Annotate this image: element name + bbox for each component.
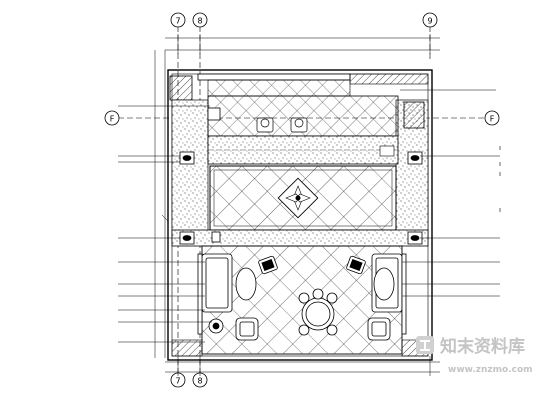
- watermark-logo-icon: [416, 336, 434, 354]
- column-markers: [179, 101, 425, 245]
- lamp-icon: [179, 231, 195, 245]
- watermark: 知末资料库 www.znzmo.com: [416, 336, 533, 375]
- axis-bubble-top-9: 9: [422, 12, 438, 28]
- right-callouts: [400, 89, 500, 297]
- outer-walls: [167, 69, 433, 361]
- wall-panel-left: [197, 253, 203, 335]
- side-table-left: [235, 267, 257, 301]
- sofa-left: [201, 253, 233, 313]
- axis-label: 8: [197, 17, 202, 26]
- axis-bubble-top-8: 8: [192, 12, 208, 28]
- axis-label: 8: [197, 377, 202, 386]
- chair-icon: [256, 117, 274, 133]
- axis-bubble-left-f: F: [104, 110, 120, 126]
- armchair-icon: [258, 255, 278, 275]
- lamp-icon: [407, 231, 423, 245]
- watermark-url: www.znzmo.com: [448, 365, 533, 375]
- side-table-right: [373, 267, 395, 301]
- round-table-icon: [298, 288, 338, 336]
- axis-label: F: [110, 115, 115, 124]
- axis-label: F: [490, 115, 495, 124]
- axis-label: 7: [175, 377, 180, 386]
- column-icon: [211, 231, 221, 243]
- axis-bubble-right-f: F: [484, 110, 500, 126]
- column-icon: [403, 101, 425, 129]
- upper-chairs: [256, 117, 308, 133]
- armchair-icon: [367, 317, 391, 341]
- armchair-icon: [235, 317, 259, 341]
- floor-medallion: [277, 177, 319, 219]
- armchair-icon: [346, 255, 366, 275]
- axis-label: 9: [427, 17, 432, 26]
- wall-panel-right: [401, 253, 407, 335]
- dimension-lines: [154, 34, 440, 376]
- lower-band: [171, 229, 429, 247]
- axis-bubble-top-7: 7: [170, 12, 186, 28]
- column-icon: [207, 107, 221, 121]
- left-callouts: [118, 105, 212, 343]
- watermark-brand: 知末资料库: [439, 336, 525, 357]
- axis-label: 7: [175, 17, 180, 26]
- plant-icon: [208, 318, 224, 334]
- lamp-icon: [407, 151, 423, 165]
- lamp-icon: [179, 151, 195, 165]
- chair-icon: [290, 117, 308, 133]
- main-furniture: [197, 253, 407, 341]
- counter-band: [207, 135, 399, 165]
